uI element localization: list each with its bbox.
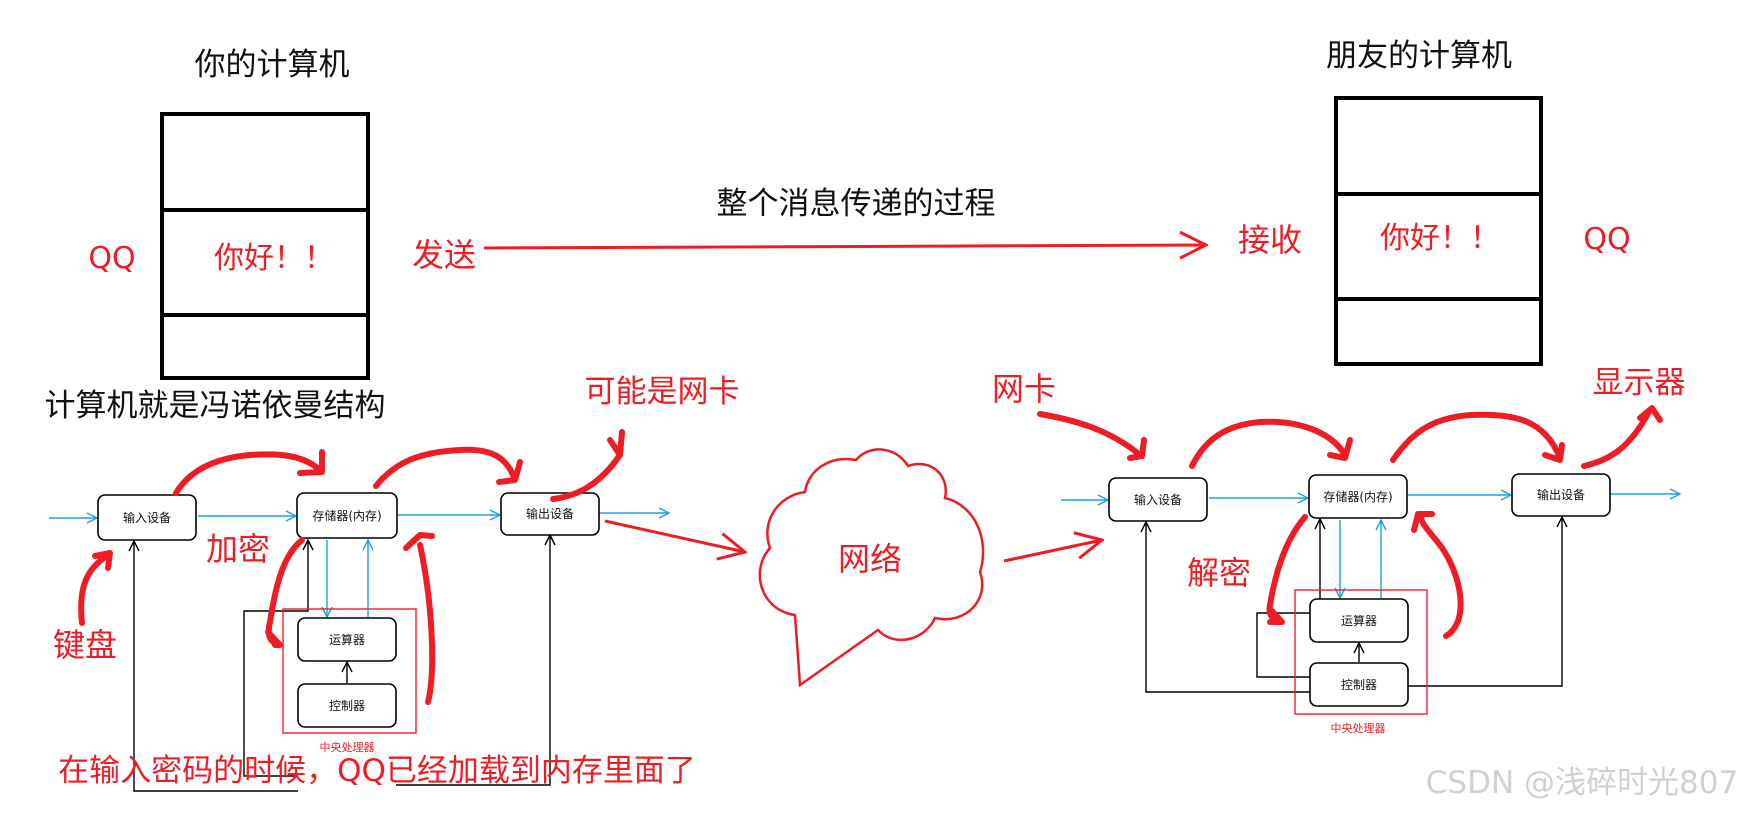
memory-box: 存储器(内存) <box>296 492 398 539</box>
bottom-note: 在输入密码的时候，QQ已经加载到内存里面了 <box>58 753 696 789</box>
control-unit-label: 控制器 <box>329 699 365 713</box>
friend-computer-title: 朋友的计算机 <box>1326 38 1512 74</box>
watermark: CSDN @浅碎时光807 <box>1426 765 1738 801</box>
network-label: 网络 <box>838 540 902 578</box>
network-cloud: 网络 <box>758 448 985 688</box>
friend-computer-memory-block <box>1334 96 1543 366</box>
display-label: 显示器 <box>1593 365 1686 401</box>
keyboard-scribble-arrow <box>78 550 113 626</box>
control-to-input-line <box>134 541 298 792</box>
r-output-device-label: 输出设备 <box>1537 487 1585 502</box>
memory-to-output-scribble <box>373 446 523 489</box>
r-control-unit-box: 控制器 <box>1309 662 1409 707</box>
network-to-input-arrow <box>1003 540 1102 563</box>
left-qq-label: QQ <box>88 241 135 276</box>
nic-to-input-scribble <box>1037 411 1147 461</box>
send-arrow <box>483 245 1206 248</box>
r-alu-to-memory-scribble <box>1411 511 1464 639</box>
output-to-nic-scribble <box>550 429 625 502</box>
r-alu-label: 运算器 <box>1341 613 1377 628</box>
r-alu-box: 运算器 <box>1309 598 1409 643</box>
r-control-to-input-line <box>1146 522 1310 693</box>
input-to-memory-scribble <box>173 449 325 496</box>
cpu-label: 中央处理器 <box>320 741 375 754</box>
alu-to-memory-scribble <box>403 532 436 705</box>
nic-label: 网卡 <box>992 370 1056 408</box>
cpu-boundary <box>282 608 417 734</box>
your-computer-title: 你的计算机 <box>195 47 350 83</box>
left-von-neumann-diagram: 输入设备 存储器(内存) 输出设备 运算器 控制器 中央处理器 <box>49 429 745 792</box>
control-to-memory-line <box>243 540 308 777</box>
alu-label: 运算器 <box>329 632 365 647</box>
right-qq-label: QQ <box>1583 222 1630 257</box>
r-cpu-label: 中央处理器 <box>1331 722 1386 735</box>
output-to-display-scribble <box>1581 405 1663 469</box>
your-computer-memory-block <box>160 112 370 380</box>
r-control-to-memory-line <box>1256 519 1320 678</box>
r-memory-to-output-scribble <box>1390 411 1565 463</box>
r-memory-box: 存储器(内存) <box>1308 474 1408 519</box>
r-input-device-box: 输入设备 <box>1108 477 1208 522</box>
input-device-box: 输入设备 <box>97 494 197 541</box>
input-device-label: 输入设备 <box>123 510 171 525</box>
control-unit-box: 控制器 <box>297 683 397 728</box>
send-label: 发送 <box>412 236 476 274</box>
decrypt-label: 解密 <box>1187 554 1251 592</box>
r-input-to-memory-scribble <box>1189 418 1353 469</box>
output-device-box: 输出设备 <box>500 492 600 536</box>
r-output-device-box: 输出设备 <box>1511 473 1611 517</box>
r-input-device-label: 输入设备 <box>1134 492 1182 507</box>
receive-label: 接收 <box>1238 221 1302 259</box>
output-to-network-arrow <box>604 519 745 552</box>
encrypt-scribble-arrow <box>265 537 305 648</box>
right-message: 你好！！ <box>1380 221 1500 256</box>
right-von-neumann-diagram: 输入设备 存储器(内存) 输出设备 运算器 控制器 中央处理器 <box>1037 405 1680 735</box>
control-to-output-line <box>396 535 550 786</box>
maybe-nic-label: 可能是网卡 <box>585 374 740 410</box>
von-neumann-title: 计算机就是冯诺依曼结构 <box>45 388 386 424</box>
output-device-label: 输出设备 <box>526 506 574 521</box>
process-title: 整个消息传递的过程 <box>717 186 996 222</box>
r-control-to-output-line <box>1408 517 1562 687</box>
memory-label: 存储器(内存) <box>312 508 381 523</box>
r-memory-label: 存储器(内存) <box>1323 489 1392 504</box>
alu-box: 运算器 <box>297 617 397 662</box>
r-cpu-boundary <box>1294 589 1428 715</box>
left-message: 你好！！ <box>214 241 334 276</box>
keyboard-label: 键盘 <box>53 626 117 664</box>
decrypt-scribble-arrow <box>1266 514 1308 625</box>
encrypt-label: 加密 <box>206 530 270 568</box>
r-control-unit-label: 控制器 <box>1341 678 1377 692</box>
